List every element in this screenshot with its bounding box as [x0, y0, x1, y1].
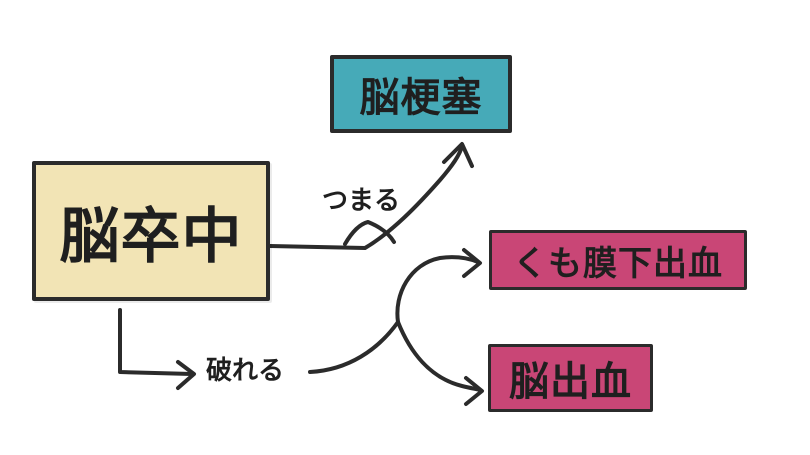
edge-sah-curve [395, 255, 480, 324]
subarachnoid-hemorrhage-node: くも膜下出血 [489, 230, 747, 290]
edge-ich-curve [396, 320, 482, 392]
edge-tsumaru-arrowhead [442, 142, 474, 168]
edge-yabureru-continue [308, 320, 400, 374]
intracerebral-hemorrhage-node: 脳出血 [488, 344, 653, 412]
edge-sah-arrowhead [462, 248, 482, 278]
edge-ich-arrowhead [464, 376, 484, 406]
edge-label-yabureru: 破れる [204, 350, 287, 387]
stroke-node: 脳卒中 [32, 161, 270, 301]
cerebral-infarction-node: 脳梗塞 [330, 55, 512, 133]
edge-tsumaru-line [268, 144, 464, 250]
edge-tsumaru-bump [343, 220, 396, 246]
edge-label-tsumaru: つまる [320, 180, 403, 217]
edge-yabureru-line [118, 308, 194, 376]
edge-yabureru-arrowhead [176, 360, 196, 390]
